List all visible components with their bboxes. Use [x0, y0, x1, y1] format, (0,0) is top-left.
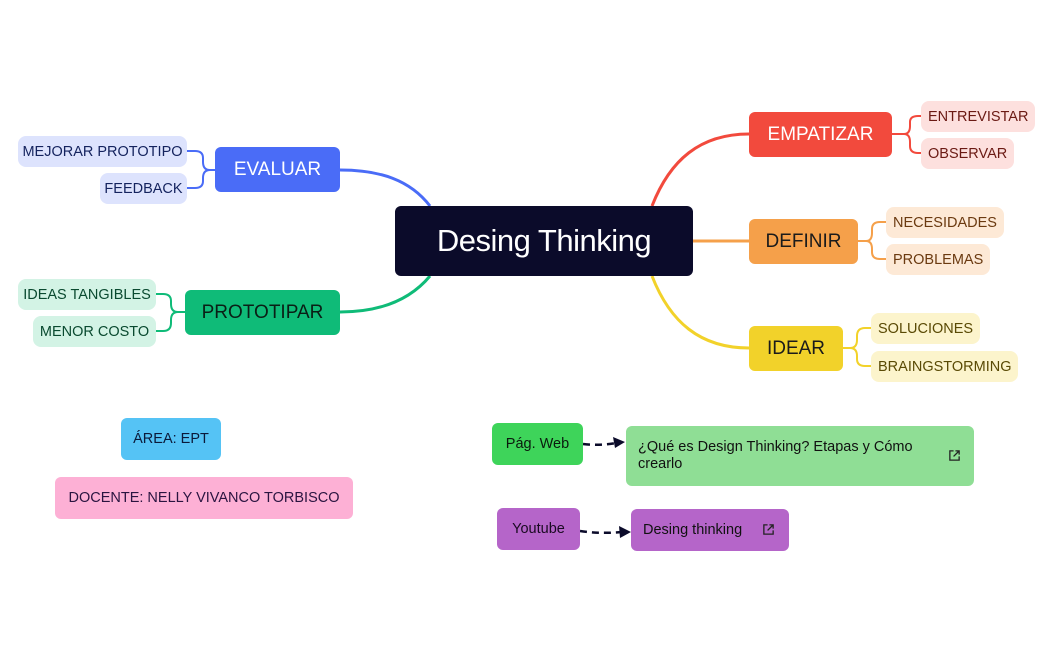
area-label[interactable]: ÁREA: EPT	[121, 418, 221, 460]
connector-soluciones	[843, 327, 871, 349]
branch-empatizar[interactable]: EMPATIZAR	[749, 112, 892, 157]
connector-necesidades	[858, 221, 886, 242]
branch-idear[interactable]: IDEAR	[749, 326, 843, 371]
web-link-card-label: ¿Qué es Design Thinking? Etapas y Cómo c…	[638, 439, 913, 472]
sub-necesidades[interactable]: NECESIDADES	[886, 207, 1004, 238]
youtube-link-card-label: Desing thinking	[643, 521, 743, 538]
web-link-node[interactable]: Pág. Web	[492, 423, 583, 465]
youtube-link-node[interactable]: Youtube	[497, 508, 580, 550]
web-link-card[interactable]: ¿Qué es Design Thinking? Etapas y Cómo c…	[626, 426, 974, 486]
branch-evaluar[interactable]: EVALUAR	[215, 147, 340, 192]
external-link-icon[interactable]	[948, 449, 961, 462]
sub-ideas-tangibles[interactable]: IDEAS TANGIBLES	[18, 279, 156, 310]
connector-idear	[650, 275, 750, 350]
central-topic[interactable]: Desing Thinking	[395, 206, 693, 276]
connector-prototipar	[339, 275, 432, 314]
external-link-icon[interactable]	[762, 523, 775, 536]
connector-web-link	[582, 441, 617, 447]
sub-feedback[interactable]: FEEDBACK	[100, 173, 187, 204]
arrowhead-youtube	[619, 526, 631, 538]
sub-braingstorming[interactable]: BRAINGSTORMING	[871, 351, 1019, 382]
connector-menor-costo	[156, 311, 179, 332]
connector-ideas-tangibles	[156, 293, 185, 313]
sub-mejorar-prototipo[interactable]: MEJORAR PROTOTIPO	[18, 136, 187, 167]
connector-mejorar-prototipo	[187, 150, 215, 171]
arrowhead-web	[613, 437, 625, 448]
connector-braingstorming	[849, 347, 871, 367]
connector-youtube-link	[579, 529, 623, 535]
sub-observar[interactable]: OBSERVAR	[921, 138, 1015, 169]
branch-prototipar[interactable]: PROTOTIPAR	[185, 290, 340, 335]
connector-evaluar	[339, 168, 432, 207]
connector-problemas	[865, 240, 886, 260]
connector-entrevistar	[892, 115, 921, 135]
sub-problemas[interactable]: PROBLEMAS	[886, 244, 991, 275]
connector-empatizar	[650, 132, 750, 207]
youtube-link-card[interactable]: Desing thinking	[631, 509, 789, 551]
sub-menor-costo[interactable]: MENOR COSTO	[33, 316, 156, 347]
connector-feedback	[187, 169, 211, 189]
connector-observar	[903, 133, 921, 154]
branch-definir[interactable]: DEFINIR	[749, 219, 858, 264]
docente-label[interactable]: DOCENTE: NELLY VIVANCO TORBISCO	[55, 477, 353, 519]
sub-soluciones[interactable]: SOLUCIONES	[871, 313, 981, 344]
sub-entrevistar[interactable]: ENTREVISTAR	[921, 101, 1036, 132]
